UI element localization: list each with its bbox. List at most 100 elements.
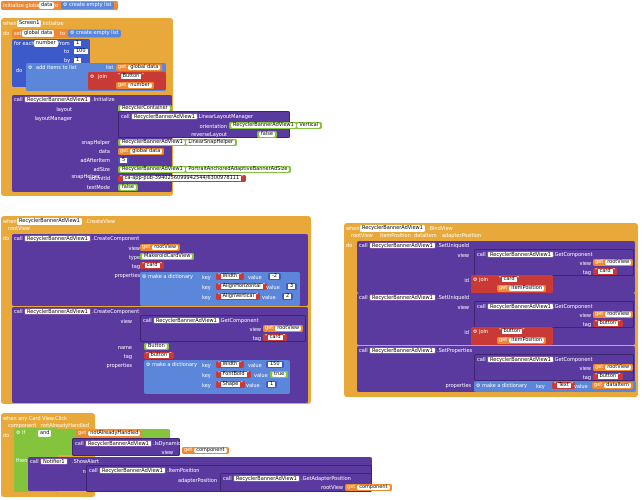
get-var[interactable]: component [357,484,390,490]
tag-val[interactable]: card [597,268,613,274]
rb-component-dropdown[interactable]: RecyclerBannerAdView1 [24,308,91,315]
reverse-value[interactable]: false [257,131,277,138]
dict-val-5[interactable]: true [270,371,289,378]
create-component-card[interactable]: call RecyclerBannerAdView1 .CreateCompon… [12,234,308,306]
test-mode-val[interactable]: false [120,184,136,190]
by-number[interactable]: 1 [74,57,82,63]
dict-key[interactable]: “Text” [552,382,576,389]
tag-value[interactable]: “card” [263,334,288,341]
join-text[interactable]: “card” [497,276,522,283]
component-param[interactable]: component [6,423,39,430]
get-component-button[interactable]: call RecyclerBannerAdView1 .GetComponent… [474,301,634,328]
value-number[interactable]: 150 [268,361,282,367]
orientation-value[interactable]: RecyclerBannerAdView1 Vertical [229,122,323,129]
get-var[interactable]: itemPosition [509,285,544,291]
ad-after-value[interactable]: 5 [118,157,130,164]
gear-icon[interactable]: ⚙ [473,277,478,283]
dict-key-5[interactable]: “FontBold” [216,371,252,378]
rb-component-dropdown[interactable]: RecyclerBannerAdView1 [369,347,436,354]
key-text[interactable]: AlignHorizontal [220,283,263,289]
tag-value[interactable]: “button” [144,352,174,359]
ad-size-comp[interactable]: RecyclerBannerAdView1 [120,166,185,172]
gear-icon[interactable]: ⚙ [63,2,70,8]
value-number[interactable]: 3 [288,283,296,289]
get-var[interactable]: number [128,82,152,88]
tag-val[interactable]: card [267,334,283,340]
key-text[interactable]: Width [220,273,240,279]
name-value[interactable]: Button [144,343,169,350]
rb-component-dropdown[interactable]: RecyclerBannerAdView1 [85,440,152,447]
dict-val-1[interactable]: -2 [268,273,281,280]
global-var-name[interactable]: data [39,2,55,9]
key-text[interactable]: AlignVertical [220,293,256,299]
gear-icon[interactable]: ⚙ [90,74,95,80]
dict-key-2[interactable]: “AlignHorizontal” [216,283,268,290]
name-val[interactable]: Button [146,343,167,349]
not-already-handled-param[interactable]: notAlreadyHandled [39,423,92,430]
get-var[interactable]: rootView [605,259,632,265]
to-value[interactable]: 100 [72,48,90,55]
tag-value[interactable]: “button” [593,373,623,380]
join-text[interactable]: “button” [497,328,527,335]
value-bool[interactable]: true [272,371,287,377]
ad-after-number[interactable]: 5 [120,157,128,163]
type-value[interactable]: MakeroidCardView [140,253,195,260]
get-var[interactable]: notAlreadyHandled [88,430,141,436]
from-value[interactable]: 1 [72,40,84,47]
get-component-card-2[interactable]: call RecyclerBannerAdView1 .GetComponent… [474,249,634,276]
set-var-dropdown[interactable]: global data [22,30,55,37]
gear-icon[interactable]: ⚙ [146,362,151,368]
layout-value[interactable]: RecyclerContainer [118,105,172,112]
join-text[interactable]: “Button ” [116,73,146,80]
rb-component-dropdown[interactable]: RecyclerBannerAdView1 [153,317,220,324]
adapter-position-param[interactable]: adapterPosition [440,233,484,240]
rb-component-dropdown[interactable]: RecyclerBannerAdView1 [233,475,300,482]
call-linear-layout-manager[interactable]: call RecyclerBannerAdView1 .LinearLayout… [118,111,323,138]
ad-unit-text[interactable]: ca-app-pub-3940256099942544/6300978111 [122,175,242,181]
number-var[interactable]: number [34,40,58,47]
value-number[interactable]: -2 [270,273,279,279]
notifier-dropdown[interactable]: Notifier1 [40,458,68,465]
by-value[interactable]: 1 [72,57,84,64]
snap-val[interactable]: LinearSnapHelper [186,139,236,145]
root-view-param[interactable]: rootView [349,233,375,240]
key-text[interactable]: Text [556,382,571,388]
get-var[interactable]: global data [130,148,163,154]
tag-val[interactable]: button [597,373,619,379]
test-mode-value[interactable]: false [118,184,138,191]
type-val[interactable]: MakeroidCardView [142,253,193,259]
join-text-value[interactable]: button [501,328,523,334]
orientation-comp[interactable]: RecyclerBannerAdView1 [231,122,296,128]
key-text[interactable]: Shape [220,381,241,387]
dict-key-4[interactable]: “Width” [216,361,244,368]
get-component-card[interactable]: call RecyclerBannerAdView1 .GetComponent… [140,315,306,342]
join-text-value[interactable]: Button [120,73,142,79]
tag-value[interactable]: “card” [593,268,618,275]
rb-component-dropdown[interactable]: RecyclerBannerAdView1 [24,96,91,103]
ad-size-val[interactable]: PortraitAnchoredAdaptiveBannerAdSize [186,166,290,172]
gear-icon[interactable]: ⚙ [476,383,481,389]
is-dynamic-call[interactable]: call RecyclerBannerAdView1 .IsDynamic vi… [72,438,181,456]
get-var[interactable]: global data [128,64,161,70]
get-var[interactable]: dataItem [604,382,631,388]
get-var[interactable]: rootView [605,311,632,317]
from-number[interactable]: 1 [74,40,82,46]
orientation-val[interactable]: Vertical [297,122,321,128]
snap-value[interactable]: RecyclerBannerAdView1 LinearSnapHelper [118,139,238,146]
make-dictionary-3[interactable]: ⚙ make a dictionary key “Text” value get… [474,381,636,392]
create-empty-list[interactable]: ⚙ create empty list [61,2,114,9]
tag-value[interactable]: “button” [593,320,623,327]
get-adapter-position-call[interactable]: call RecyclerBannerAdView1 .GetAdapterPo… [220,473,392,492]
